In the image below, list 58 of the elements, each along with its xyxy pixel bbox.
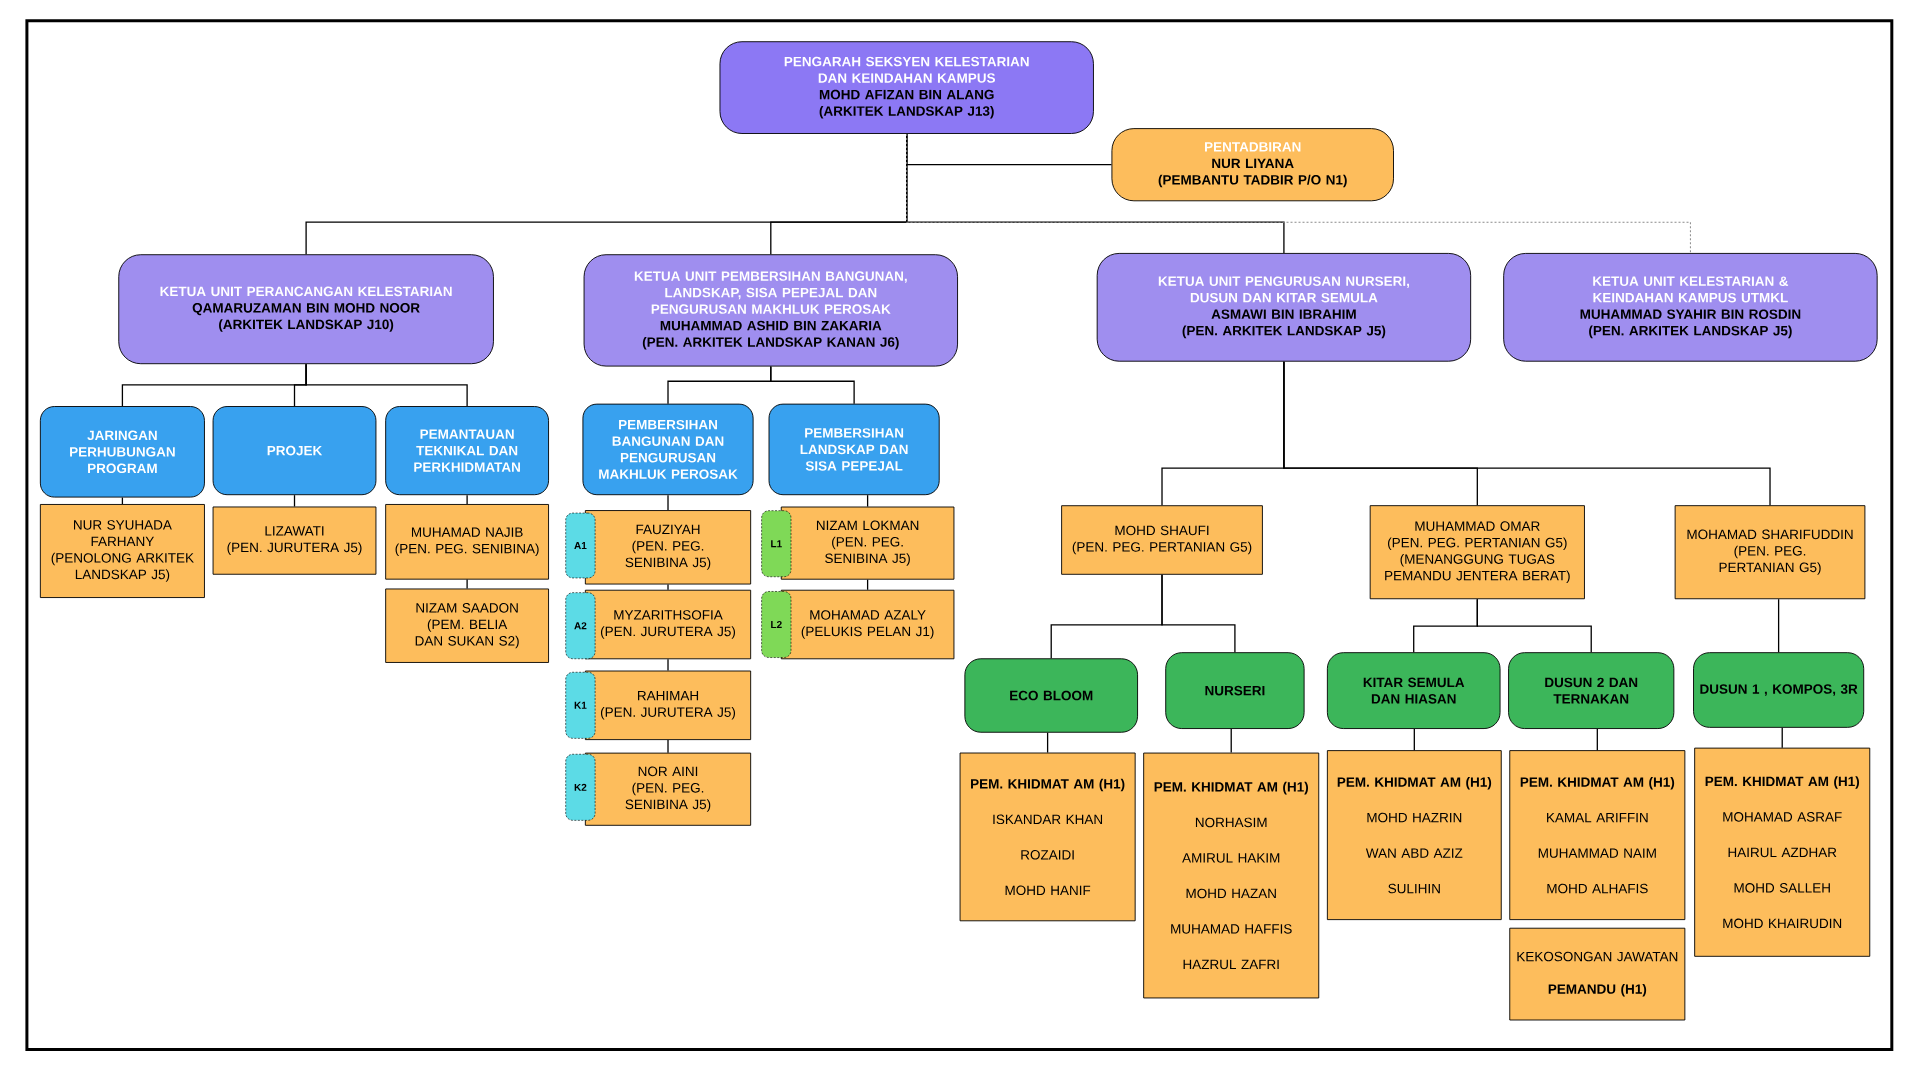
code-badge: K2 — [565, 753, 596, 821]
staff-box: NIZAM SAADON (PEM. BELIA DAN SUKAN S2) — [385, 588, 549, 663]
section-box: PEMBERSIHAN BANGUNAN DAN PENGURUSAN MAKHLUK PEROSAK — [582, 403, 754, 496]
code-badge: L2 — [761, 591, 792, 658]
unit-head-box: KETUA UNIT PERANCANGAN KELESTARIAN QAMARUZAMAN BIN MOHD NOOR (ARKITEK LANDSKAP J10) — [118, 254, 494, 365]
connector-line — [305, 363, 468, 407]
connector-line — [1046, 732, 1049, 754]
staff-list-box: PEM. KHIDMAT AM (H1) MOHD HAZRIN WAN ABD AZIZ SULIHIN — [1326, 750, 1502, 921]
section-box: JARINGAN PERHUBUNGAN PROGRAM — [39, 406, 205, 498]
team-box: KITAR SEMULA DAN HIASAN — [1326, 652, 1501, 729]
connector-line — [466, 494, 468, 505]
connector-line — [1230, 728, 1232, 754]
code-badge: A1 — [565, 512, 596, 579]
connector-line — [1413, 728, 1415, 751]
unit-head-box: KETUA UNIT PENGURUSAN NURSERI, DUSUN DAN KITAR SEMULA ASMAWI BIN IBRAHIM (PEN. ARKITEK LANDSKAP J5) — [1096, 252, 1472, 362]
code-badge: L1 — [761, 510, 792, 578]
staff-box: MUHAMMAD OMAR (PEN. PEG. PERTANIAN G5) (MENANGGUNG TUGAS PEMANDU JENTERA BERAT) — [1369, 505, 1585, 600]
team-box: DUSUN 1 , KOMPOS, 3R — [1693, 652, 1865, 728]
code-badge: K1 — [565, 671, 596, 739]
connector-line — [1476, 598, 1592, 653]
connector-line — [667, 739, 669, 754]
connector-line — [667, 583, 669, 591]
staff-list-box: PEM. KHIDMAT AM (H1) NORHASIM AMIRUL HAKIM MOHD HAZAN MUHAMAD HAFFIS HAZRUL ZAFRI — [1143, 752, 1320, 999]
vacancy-box: KEKOSONGAN JAWATAN PEMANDU (H1) — [1509, 927, 1686, 1021]
staff-list-box: PEM. KHIDMAT AM (H1) ISKANDAR KHAN ROZAIDI MOHD HANIF — [959, 752, 1136, 922]
connector-line — [667, 494, 669, 511]
unit-head-box: KETUA UNIT PEMBERSIHAN BANGUNAN, LANDSKAP, SISA PEPEJAL DAN PENGURUSAN MAKHLUK PEROSAK MUHAMMAD ASHID BIN ZAKARIA (PEN. ARKITEK LANDSKAP KANAN J6) — [583, 254, 958, 367]
staff-box: MOHAMAD SHARIFUDDIN (PEN. PEG. PERTANIAN G5) — [1674, 505, 1866, 600]
connector-line — [1161, 574, 1236, 653]
connector-line — [1596, 728, 1598, 751]
unit-head-box: KETUA UNIT KELESTARIAN & KEINDAHAN KAMPUS UTMKL MUHAMMAD SYAHIR BIN ROSDIN (PEN. ARKITEK LANDSKAP J5) — [1503, 252, 1878, 362]
connector-line — [1781, 727, 1783, 749]
team-box: DUSUN 2 DAN TERNAKAN — [1508, 652, 1675, 729]
connector-line — [121, 496, 124, 505]
staff-list-box: PEM. KHIDMAT AM (H1) KAMAL ARIFFIN MUHAMMAD NAIM MOHD ALHAFIS — [1509, 750, 1686, 921]
connector-line — [667, 658, 669, 672]
staff-box: LIZAWATI (PEN. JURUTERA J5) — [212, 506, 377, 575]
code-badge: A2 — [565, 592, 596, 660]
team-box: ECO BLOOM — [964, 658, 1138, 733]
admin-box: PENTADBIRAN NUR LIYANA (PEMBANTU TADBIR P/O N1) — [1111, 128, 1394, 202]
staff-box: MOHD SHAUFI (PEN. PEG. PERTANIAN G5) — [1061, 505, 1263, 575]
section-box: PEMBERSIHAN LANDSKAP DAN SISA PEPEJAL — [768, 403, 940, 496]
connector-line — [1283, 361, 1771, 506]
section-box: PROJEK — [212, 406, 377, 496]
connector-line — [293, 494, 296, 508]
connector-line — [1777, 598, 1780, 653]
connector-line — [770, 365, 855, 405]
connector-line — [906, 133, 1691, 254]
staff-box: MUHAMAD NAJIB (PEN. PEG. SENIBINA) — [385, 504, 549, 580]
connector-line — [906, 133, 1285, 254]
staff-box: NUR SYUHADA FARHANY (PENOLONG ARKITEK LANDSKAP J5) — [39, 504, 205, 598]
staff-list-box: PEM. KHIDMAT AM (H1) MOHAMAD ASRAF HAIRUL AZDHAR MOHD SALLEH MOHD KHAIRUDIN — [1694, 747, 1871, 957]
connector-line — [866, 494, 869, 508]
team-box: NURSERI — [1165, 652, 1305, 729]
director-box: PENGARAH SEKSYEN KELESTARIAN DAN KEINDAHAN KAMPUS MOHD AFIZAN BIN ALANG (ARKITEK LANDSKAP J13) — [719, 41, 1094, 134]
section-box: PEMANTAUAN TEKNIKAL DAN PERKHIDMATAN — [385, 406, 549, 496]
connector-line — [466, 578, 468, 590]
connector-line — [866, 579, 869, 591]
